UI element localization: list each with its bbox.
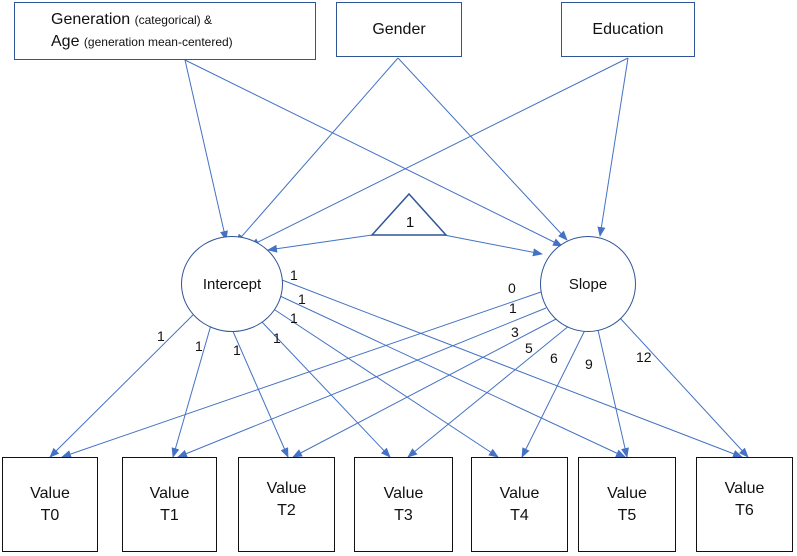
value-box-t4: Value T4 xyxy=(471,457,568,552)
intercept-loading-t1: 1 xyxy=(195,338,203,354)
arrow-generation-slope xyxy=(184,59,563,247)
gender-box: Gender xyxy=(336,2,462,57)
arrow-intercept-t3 xyxy=(261,321,391,458)
arrow-intercept-t4 xyxy=(271,307,499,458)
intercept-loading-t5: 1 xyxy=(298,291,306,307)
slope-loading-t3: 5 xyxy=(525,340,533,356)
time-label: T5 xyxy=(617,506,637,524)
value-label: Value xyxy=(499,484,540,502)
value-box-t2: Value T2 xyxy=(238,457,335,552)
arrow-intercept-t0 xyxy=(49,309,199,458)
arrow-gender-intercept xyxy=(235,57,399,244)
constant-label: 1 xyxy=(406,214,414,231)
time-label: T6 xyxy=(735,502,754,519)
slope-loading-t2: 3 xyxy=(511,324,519,340)
gender-label: Gender xyxy=(372,20,426,38)
arrow-slope-t1 xyxy=(177,307,547,458)
intercept-label: Intercept xyxy=(202,275,262,293)
constant-triangle xyxy=(370,192,448,236)
arrow-generation-intercept xyxy=(184,59,228,241)
arrow-education-slope xyxy=(597,57,629,237)
intercept-loading-t3: 1 xyxy=(273,330,281,346)
time-label: T3 xyxy=(394,506,413,524)
arrow-gender-slope xyxy=(397,57,568,241)
slope-label: Slope xyxy=(568,275,608,293)
age-qualifier: (generation mean-centered) xyxy=(83,35,233,49)
value-label: Value xyxy=(266,480,307,497)
intercept-loading-t6: 1 xyxy=(290,267,298,283)
slope-loading-t0: 0 xyxy=(508,280,516,296)
value-box-t3: Value T3 xyxy=(354,457,453,552)
education-box: Education xyxy=(561,2,695,57)
arrow-intercept-t2 xyxy=(227,319,289,458)
generation-qualifier: (categorical) & xyxy=(134,13,212,27)
generation-label: Generation xyxy=(51,11,131,28)
arrow-slope-t4 xyxy=(521,329,586,458)
arrow-slope-t3 xyxy=(407,324,571,458)
value-box-t0: Value T0 xyxy=(2,457,98,552)
slope-circle: Slope xyxy=(540,236,636,332)
arrow-constant-slope xyxy=(443,234,543,257)
value-label: Value xyxy=(607,484,647,502)
value-label: Value xyxy=(383,484,424,502)
value-box-t1: Value T1 xyxy=(122,457,217,552)
time-label: T0 xyxy=(40,506,60,524)
intercept-circle: Intercept xyxy=(181,236,283,332)
slope-loading-t4: 6 xyxy=(550,350,558,366)
value-box-t5: Value T5 xyxy=(578,457,676,552)
arrow-intercept-t1 xyxy=(171,317,214,458)
slope-loading-t6: 12 xyxy=(636,349,652,365)
intercept-loading-t2: 1 xyxy=(233,342,241,358)
education-label: Education xyxy=(592,20,664,38)
time-label: T2 xyxy=(277,502,296,519)
intercept-loading-t4: 1 xyxy=(290,310,298,326)
arrow-slope-t2 xyxy=(292,317,559,458)
arrow-slope-t0 xyxy=(61,291,542,458)
value-label: Value xyxy=(724,480,765,497)
slope-loading-t1: 1 xyxy=(509,300,517,316)
arrow-intercept-t6 xyxy=(281,279,743,458)
age-label: Age xyxy=(51,33,80,50)
slope-loading-t5: 9 xyxy=(585,356,593,372)
arrow-slope-t5 xyxy=(597,329,629,458)
arrow-slope-t6 xyxy=(619,317,749,458)
value-label: Value xyxy=(30,484,70,502)
arrow-constant-intercept xyxy=(267,234,373,253)
generation-age-box: Generation (categorical) & Age (generati… xyxy=(14,2,316,60)
value-box-t6: Value T6 xyxy=(696,457,793,552)
arrow-education-intercept xyxy=(249,57,629,247)
time-label: T1 xyxy=(160,506,179,524)
intercept-loading-t0: 1 xyxy=(157,328,165,344)
time-label: T4 xyxy=(510,506,529,524)
arrow-intercept-t5 xyxy=(279,295,626,458)
value-label: Value xyxy=(149,484,190,502)
